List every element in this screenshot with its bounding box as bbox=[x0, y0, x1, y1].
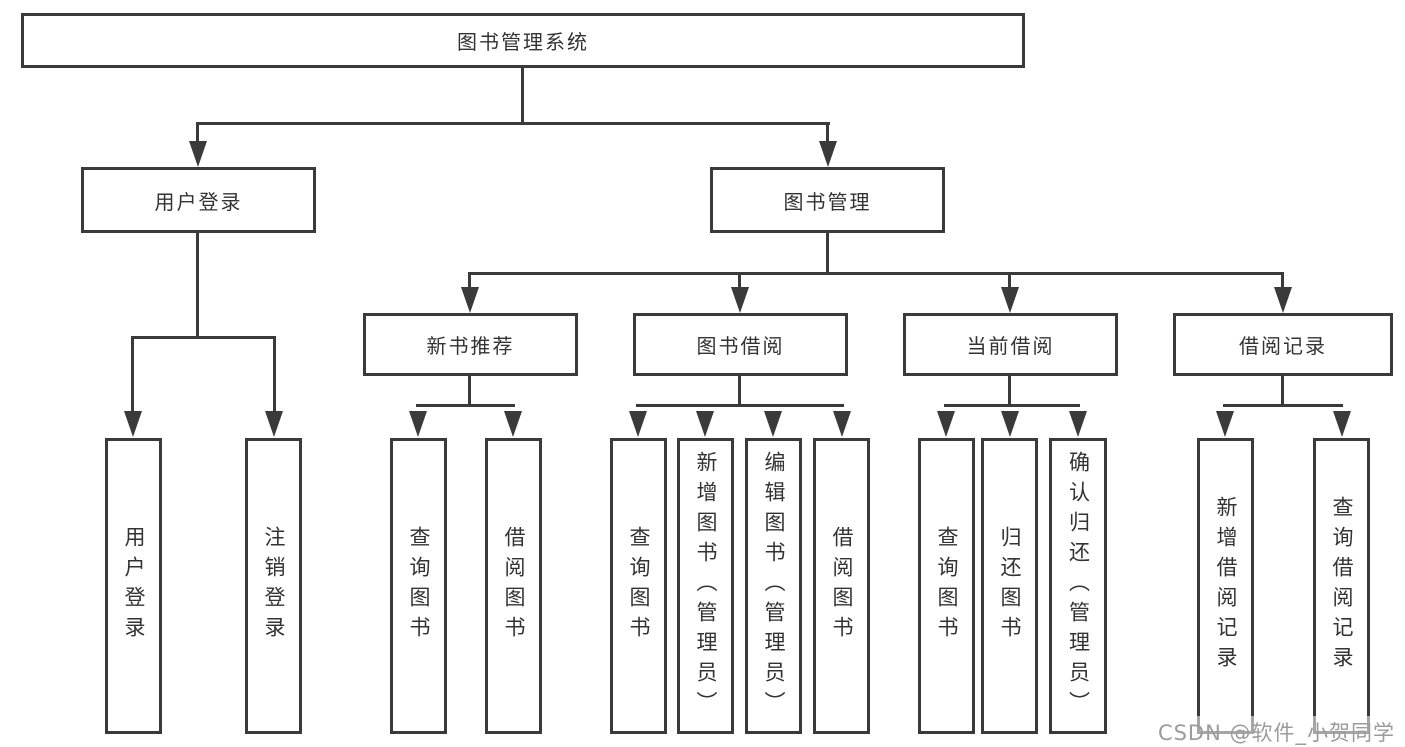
leaf-query-borrow-record: 查询借阅记录 bbox=[1313, 438, 1370, 734]
leaf-query-books-current: 查询图书 bbox=[918, 438, 975, 734]
node-label: 借阅图书 bbox=[830, 526, 854, 646]
connector-hline bbox=[132, 336, 276, 339]
connector-vline bbox=[738, 272, 741, 291]
node-label: 编辑图书（管理员） bbox=[762, 451, 786, 721]
arrowhead-down bbox=[937, 411, 955, 437]
arrowhead-down bbox=[265, 411, 283, 437]
node-label: 借阅记录 bbox=[1239, 334, 1327, 358]
connector-hline bbox=[944, 404, 1080, 407]
connector-vline bbox=[273, 336, 276, 416]
leaf-query-books-recommend: 查询图书 bbox=[390, 438, 447, 734]
leaf-confirm-return-admin: 确认归还（管理员） bbox=[1049, 438, 1107, 734]
node-label: 用户登录 bbox=[154, 189, 243, 214]
arrowhead-down bbox=[189, 141, 207, 167]
leaf-borrow-books: 借阅图书 bbox=[813, 438, 870, 734]
node-label: 查询图书 bbox=[627, 526, 651, 646]
node-label: 新增图书（管理员） bbox=[694, 451, 718, 721]
connector-vline bbox=[196, 122, 199, 148]
connector-hline bbox=[416, 404, 515, 407]
node-label: 图书管理系统 bbox=[457, 30, 589, 54]
arrowhead-down bbox=[1274, 287, 1292, 313]
node-new-book-recommend: 新书推荐 bbox=[363, 313, 578, 376]
connector-vline bbox=[196, 233, 199, 338]
node-book-borrowing: 图书借阅 bbox=[633, 313, 848, 376]
node-label: 图书借阅 bbox=[696, 334, 785, 358]
node-label: 查询图书 bbox=[935, 526, 959, 646]
arrowhead-down bbox=[461, 287, 479, 313]
connector-vline bbox=[468, 272, 471, 291]
arrowhead-down bbox=[1216, 411, 1234, 437]
connector-vline bbox=[1008, 376, 1011, 406]
node-label: 新增借阅记录 bbox=[1214, 496, 1238, 676]
node-label: 查询图书 bbox=[407, 526, 431, 646]
arrowhead-down bbox=[731, 287, 749, 313]
arrowhead-down bbox=[504, 411, 522, 437]
connector-vline bbox=[1281, 376, 1284, 406]
node-label: 用户登录 bbox=[122, 526, 146, 646]
node-root-library-system: 图书管理系统 bbox=[21, 13, 1025, 68]
connector-vline bbox=[738, 376, 741, 406]
node-label: 归还图书 bbox=[998, 526, 1022, 646]
node-label: 新书推荐 bbox=[426, 334, 515, 358]
node-label: 确认归还（管理员） bbox=[1066, 451, 1091, 721]
node-label: 借阅图书 bbox=[502, 526, 526, 646]
connector-vline bbox=[1281, 272, 1284, 291]
connector-hline bbox=[468, 272, 1284, 275]
connector-vline bbox=[468, 376, 471, 406]
node-user-login-branch: 用户登录 bbox=[81, 167, 316, 233]
arrowhead-down bbox=[1001, 411, 1019, 437]
arrowhead-down bbox=[833, 411, 851, 437]
connector-vline bbox=[826, 122, 829, 148]
leaf-add-borrow-record: 新增借阅记录 bbox=[1197, 438, 1254, 734]
node-label: 查询借阅记录 bbox=[1330, 496, 1354, 676]
node-label: 注销登录 bbox=[262, 526, 286, 646]
leaf-edit-books-admin: 编辑图书（管理员） bbox=[745, 438, 802, 734]
leaf-add-books-admin: 新增图书（管理员） bbox=[677, 438, 734, 734]
connector-vline bbox=[521, 68, 524, 124]
leaf-query-books-borrowing: 查询图书 bbox=[610, 438, 667, 734]
csdn-watermark: CSDN @软件_小贺同学 bbox=[1153, 716, 1399, 747]
connector-hline bbox=[636, 404, 844, 407]
leaf-user-login: 用户登录 bbox=[105, 438, 162, 734]
arrowhead-down bbox=[124, 411, 142, 437]
arrowhead-down bbox=[696, 411, 714, 437]
leaf-logout: 注销登录 bbox=[245, 438, 302, 734]
arrowhead-down bbox=[819, 141, 837, 167]
leaf-borrow-books-recommend: 借阅图书 bbox=[485, 438, 542, 734]
node-book-management-branch: 图书管理 bbox=[710, 167, 945, 233]
node-label: 图书管理 bbox=[783, 189, 872, 214]
connector-hline bbox=[196, 122, 830, 125]
leaf-return-books: 归还图书 bbox=[981, 438, 1038, 734]
arrowhead-down bbox=[1001, 287, 1019, 313]
arrowhead-down bbox=[409, 411, 427, 437]
connector-vline bbox=[1008, 272, 1011, 291]
node-borrowing-records: 借阅记录 bbox=[1173, 313, 1393, 376]
node-current-borrowing: 当前借阅 bbox=[903, 313, 1118, 376]
connector-vline bbox=[131, 336, 134, 416]
arrowhead-down bbox=[764, 411, 782, 437]
arrowhead-down bbox=[1069, 411, 1087, 437]
connector-hline bbox=[1223, 404, 1343, 407]
arrowhead-down bbox=[629, 411, 647, 437]
node-label: 当前借阅 bbox=[966, 334, 1055, 358]
arrowhead-down bbox=[1333, 411, 1351, 437]
connector-vline bbox=[826, 233, 829, 274]
